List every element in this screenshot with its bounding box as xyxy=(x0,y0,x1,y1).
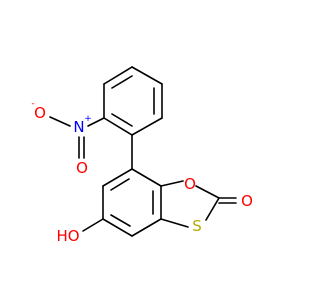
structure-canvas: N + O - O O O xyxy=(31,66,253,245)
aromatic-inner-bond xyxy=(111,113,133,127)
hydroxyl-group: HO xyxy=(56,218,104,245)
nitrophenyl-ring xyxy=(103,66,163,136)
nitro-oxide-oxygen-label: O xyxy=(34,104,46,122)
nitro-double-bond-oxygen-label: O xyxy=(76,159,88,177)
nitro-nitrogen-charge: + xyxy=(84,114,92,124)
nitro-oxide-oxygen-charge: - xyxy=(31,99,34,109)
bond xyxy=(102,218,133,237)
aromatic-inner-bond xyxy=(111,75,133,89)
bond xyxy=(103,117,133,136)
aromatic-inner-bond xyxy=(110,178,130,191)
bond xyxy=(82,218,104,232)
carbonyl-oxygen-label: O xyxy=(241,192,253,210)
bond xyxy=(205,197,220,221)
nitro-nitrogen-label: N xyxy=(73,118,84,136)
ring-oxygen-label: O xyxy=(184,175,196,193)
ring-sulfur-label: S xyxy=(192,217,202,235)
bond xyxy=(131,66,163,85)
bond xyxy=(103,66,133,85)
bond xyxy=(160,218,189,228)
bond xyxy=(195,185,220,199)
bond xyxy=(131,168,162,187)
bond xyxy=(102,168,133,187)
benzoxathiolone-ring xyxy=(102,168,162,237)
aromatic-inner-bond xyxy=(110,214,131,227)
bond xyxy=(49,116,71,127)
bond xyxy=(87,117,105,127)
bond xyxy=(160,180,184,187)
oxathiolone-ring: O O S xyxy=(160,175,253,235)
hydroxyl-label: HO xyxy=(56,227,79,245)
bond xyxy=(131,117,163,136)
nitro-group: N + O - O xyxy=(31,99,105,177)
molecule-structure: N + O - O O O xyxy=(31,66,253,245)
bond xyxy=(131,218,162,237)
